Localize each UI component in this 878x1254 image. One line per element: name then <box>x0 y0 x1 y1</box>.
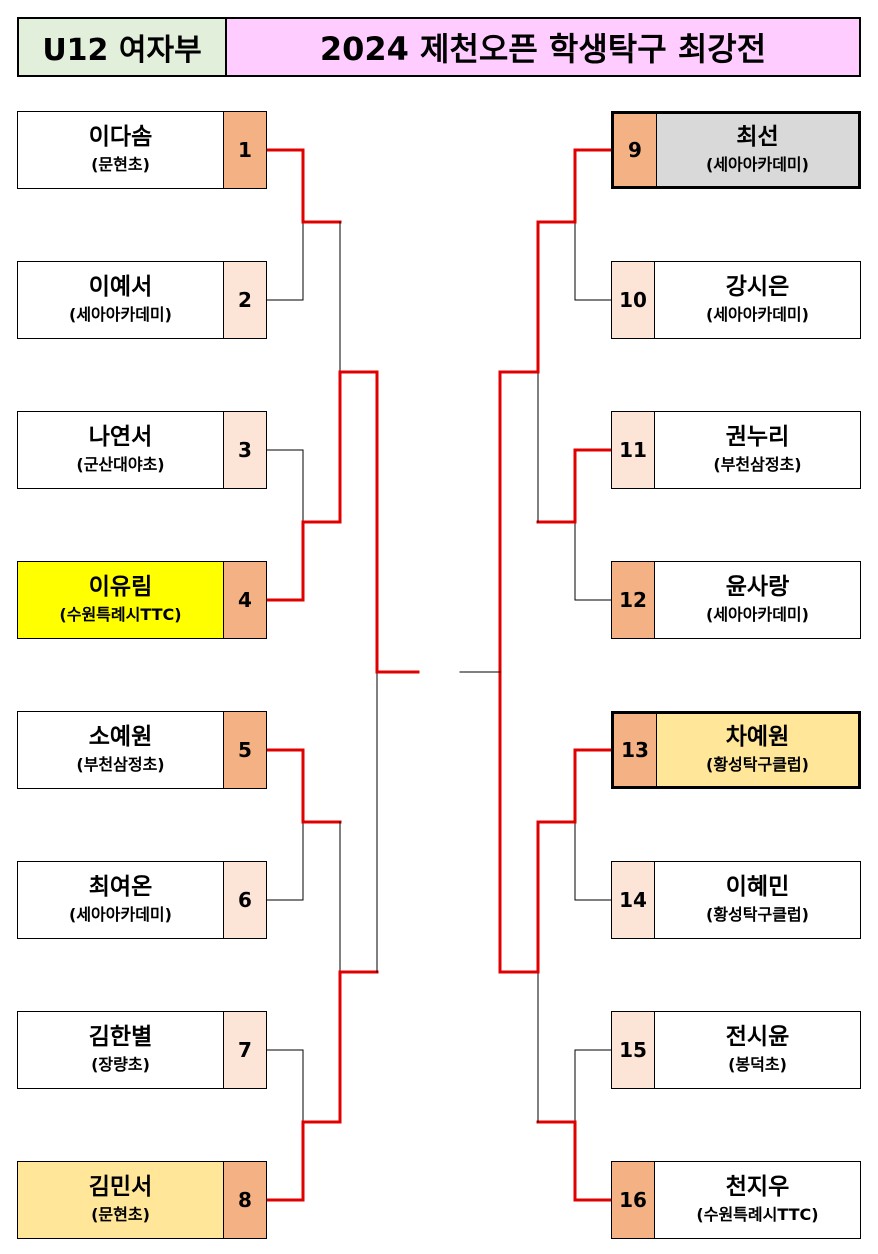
player-info: 이유림 (수원특례시TTC) <box>18 562 223 638</box>
tournament-title: 2024 제천오픈 학생탁구 최강전 <box>225 17 861 77</box>
seed-number: 9 <box>614 114 657 186</box>
player-club: (세아아카데미) <box>69 905 172 924</box>
player-name: 김한별 <box>88 1024 153 1050</box>
seed-number: 7 <box>223 1012 266 1088</box>
player-slot-2: 이예서 (세아아카데미) 2 <box>17 261 267 339</box>
player-club: (황성탁구클럽) <box>706 755 809 774</box>
seed-number: 3 <box>223 412 266 488</box>
player-slot-11: 11 권누리 (부천삼정초) <box>611 411 861 489</box>
player-club: (세아아카데미) <box>706 155 809 174</box>
player-name: 윤사랑 <box>725 574 790 600</box>
player-slot-10: 10 강시은 (세아아카데미) <box>611 261 861 339</box>
player-name: 김민서 <box>88 1174 153 1200</box>
player-slot-16: 16 천지우 (수원특례시TTC) <box>611 1161 861 1239</box>
player-info: 최선 (세아아카데미) <box>657 114 858 186</box>
player-info: 강시은 (세아아카데미) <box>655 262 860 338</box>
player-slot-8: 김민서 (문현초) 8 <box>17 1161 267 1239</box>
seed-number: 15 <box>612 1012 655 1088</box>
player-name: 권누리 <box>725 424 790 450</box>
player-info: 김한별 (장량초) <box>18 1012 223 1088</box>
player-club: (군산대야초) <box>76 455 165 474</box>
player-club: (세아아카데미) <box>706 305 809 324</box>
player-slot-5: 소예원 (부천삼정초) 5 <box>17 711 267 789</box>
player-info: 천지우 (수원특례시TTC) <box>655 1162 860 1238</box>
player-info: 차예원 (황성탁구클럽) <box>657 714 858 786</box>
player-info: 이예서 (세아아카데미) <box>18 262 223 338</box>
player-name: 강시은 <box>725 274 790 300</box>
player-info: 이다솜 (문현초) <box>18 112 223 188</box>
category-label: U12 여자부 <box>17 17 227 77</box>
player-club: (봉덕초) <box>728 1055 787 1074</box>
player-slot-13: 13 차예원 (황성탁구클럽) <box>611 711 861 789</box>
player-info: 김민서 (문현초) <box>18 1162 223 1238</box>
seed-number: 12 <box>612 562 655 638</box>
player-info: 나연서 (군산대야초) <box>18 412 223 488</box>
player-club: (문현초) <box>91 155 150 174</box>
player-name: 최여온 <box>88 874 153 900</box>
player-name: 최선 <box>736 124 779 150</box>
player-name: 천지우 <box>725 1174 790 1200</box>
player-info: 소예원 (부천삼정초) <box>18 712 223 788</box>
seed-number: 2 <box>223 262 266 338</box>
player-slot-4: 이유림 (수원특례시TTC) 4 <box>17 561 267 639</box>
player-name: 소예원 <box>88 724 153 750</box>
seed-number: 1 <box>223 112 266 188</box>
player-name: 차예원 <box>725 724 790 750</box>
player-club: (수원특례시TTC) <box>696 1205 819 1224</box>
seed-number: 8 <box>223 1162 266 1238</box>
player-info: 이혜민 (황성탁구클럽) <box>655 862 860 938</box>
player-info: 전시윤 (봉덕초) <box>655 1012 860 1088</box>
player-info: 권누리 (부천삼정초) <box>655 412 860 488</box>
seed-number: 14 <box>612 862 655 938</box>
player-name: 이예서 <box>88 274 153 300</box>
seed-number: 13 <box>614 714 657 786</box>
seed-number: 4 <box>223 562 266 638</box>
player-slot-12: 12 윤사랑 (세아아카데미) <box>611 561 861 639</box>
seed-number: 6 <box>223 862 266 938</box>
player-name: 이다솜 <box>88 124 153 150</box>
player-club: (세아아카데미) <box>706 605 809 624</box>
player-info: 윤사랑 (세아아카데미) <box>655 562 860 638</box>
player-slot-3: 나연서 (군산대야초) 3 <box>17 411 267 489</box>
player-info: 최여온 (세아아카데미) <box>18 862 223 938</box>
player-slot-15: 15 전시윤 (봉덕초) <box>611 1011 861 1089</box>
seed-number: 11 <box>612 412 655 488</box>
player-slot-6: 최여온 (세아아카데미) 6 <box>17 861 267 939</box>
player-slot-14: 14 이혜민 (황성탁구클럽) <box>611 861 861 939</box>
player-club: (부천삼정초) <box>713 455 802 474</box>
player-club: (장량초) <box>91 1055 150 1074</box>
player-club: (수원특례시TTC) <box>59 605 182 624</box>
player-slot-9: 9 최선 (세아아카데미) <box>611 111 861 189</box>
player-club: (문현초) <box>91 1205 150 1224</box>
player-name: 이유림 <box>88 574 153 600</box>
seed-number: 10 <box>612 262 655 338</box>
seed-number: 5 <box>223 712 266 788</box>
player-slot-7: 김한별 (장량초) 7 <box>17 1011 267 1089</box>
player-name: 전시윤 <box>725 1024 790 1050</box>
player-club: (세아아카데미) <box>69 305 172 324</box>
player-name: 이혜민 <box>725 874 790 900</box>
seed-number: 16 <box>612 1162 655 1238</box>
player-club: (부천삼정초) <box>76 755 165 774</box>
player-slot-1: 이다솜 (문현초) 1 <box>17 111 267 189</box>
player-name: 나연서 <box>88 424 153 450</box>
player-club: (황성탁구클럽) <box>706 905 809 924</box>
